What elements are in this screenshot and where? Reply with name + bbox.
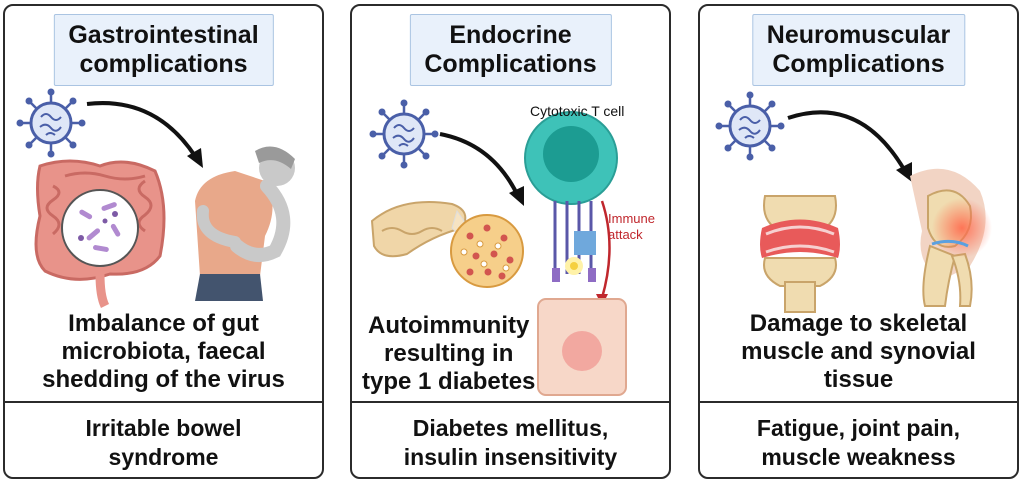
- t-cell-icon: [524, 111, 618, 282]
- virus-icon: [715, 91, 785, 161]
- divider: [5, 401, 322, 403]
- panel-description: Damage to skeletal muscle and synovial t…: [741, 310, 976, 393]
- panel-endocrine: Cytotoxic T cell Immune attack Endocrine…: [350, 4, 671, 479]
- target-cell-icon: [537, 298, 627, 396]
- endocrine-illustration: [369, 99, 627, 396]
- panel-title: Endocrine Complications: [409, 14, 612, 86]
- panel-neuromuscular: Neuromuscular Complications Damage to sk…: [698, 4, 1019, 479]
- neuromuscular-illustration: [715, 91, 992, 313]
- panel-outcome: Irritable bowel syndrome: [85, 415, 242, 470]
- gastrointestinal-illustration: [16, 88, 295, 309]
- panel-description: Autoimmunity resulting in type 1 diabete…: [362, 312, 536, 395]
- joint-icon: [760, 195, 840, 313]
- arrow-icon: [439, 132, 524, 206]
- arrow-icon: [787, 110, 912, 182]
- panel-outcome: Diabetes mellitus, insulin insensitivity: [403, 415, 618, 470]
- islet-icon: [450, 214, 524, 288]
- knee-icon: [910, 168, 992, 307]
- intestine-icon: [34, 159, 166, 309]
- panel-description: Imbalance of gut microbiota, faecal shed…: [42, 310, 285, 393]
- panel-title: Neuromuscular Complications: [751, 14, 966, 86]
- person-icon: [195, 146, 295, 301]
- virus-icon: [369, 99, 439, 169]
- virus-icon: [16, 88, 86, 158]
- panel-title: Gastrointestinal complications: [53, 14, 274, 86]
- divider: [700, 401, 1017, 403]
- divider: [352, 401, 669, 403]
- panel-gastrointestinal: Gastrointestinal complications Imbalance…: [3, 4, 324, 479]
- panel-outcome: Fatigue, joint pain, muscle weakness: [756, 415, 961, 470]
- immune-attack-label: Immune attack: [608, 211, 655, 242]
- t-cell-label: Cytotoxic T cell: [530, 103, 625, 119]
- arrow-icon: [86, 101, 203, 168]
